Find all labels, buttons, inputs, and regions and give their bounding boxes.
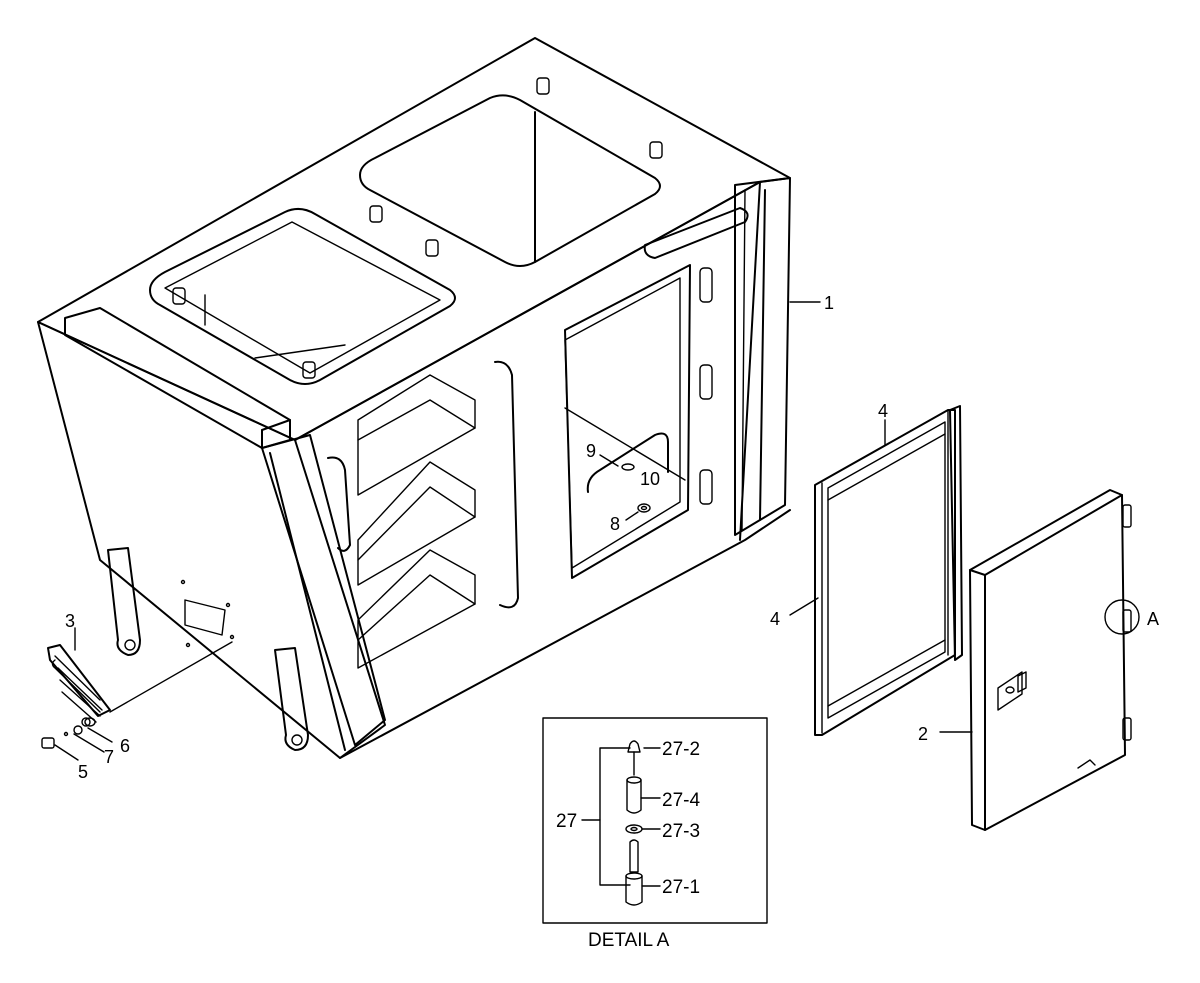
vent-grille — [47, 641, 233, 727]
screw-hardware — [41, 717, 96, 749]
callout-5: 5 — [78, 762, 88, 782]
callout-9: 9 — [586, 441, 596, 461]
leader-lines — [54, 301, 973, 761]
callout-3: 3 — [65, 611, 75, 631]
callout-1: 1 — [824, 293, 834, 313]
front-handle — [494, 360, 519, 609]
callout-7: 7 — [104, 747, 114, 767]
cabinet-body — [37, 37, 791, 759]
detail-part-27-1: 27-1 — [662, 877, 700, 898]
side-handle — [327, 456, 351, 552]
gasket-frame — [814, 405, 963, 736]
detail-part-27-4: 27-4 — [662, 790, 700, 811]
callout-8: 8 — [610, 514, 620, 534]
detail-group-label: 27 — [556, 811, 577, 832]
callout-A: A — [1147, 609, 1159, 629]
callout-6: 6 — [120, 736, 130, 756]
callout-4-top: 4 — [878, 401, 888, 421]
door-panel — [969, 489, 1140, 831]
callout-10: 10 — [640, 469, 660, 489]
detail-a-box: 27 27-2 27-4 27-3 27-1 DETAIL A — [542, 717, 768, 951]
shelf-compartments — [357, 374, 476, 669]
inner-handle — [586, 432, 669, 493]
callout-2: 2 — [918, 724, 928, 744]
callout-4-left: 4 — [770, 609, 780, 629]
detail-part-27-2: 27-2 — [662, 739, 700, 760]
top-pin — [172, 77, 663, 379]
lifting-lug — [107, 547, 309, 751]
detail-title: DETAIL A — [588, 930, 670, 951]
detail-part-27-3: 27-3 — [662, 821, 700, 842]
top-handle — [643, 207, 749, 259]
callout-labels: 1 2 3 4 4 5 6 7 8 9 10 A — [65, 293, 1159, 782]
